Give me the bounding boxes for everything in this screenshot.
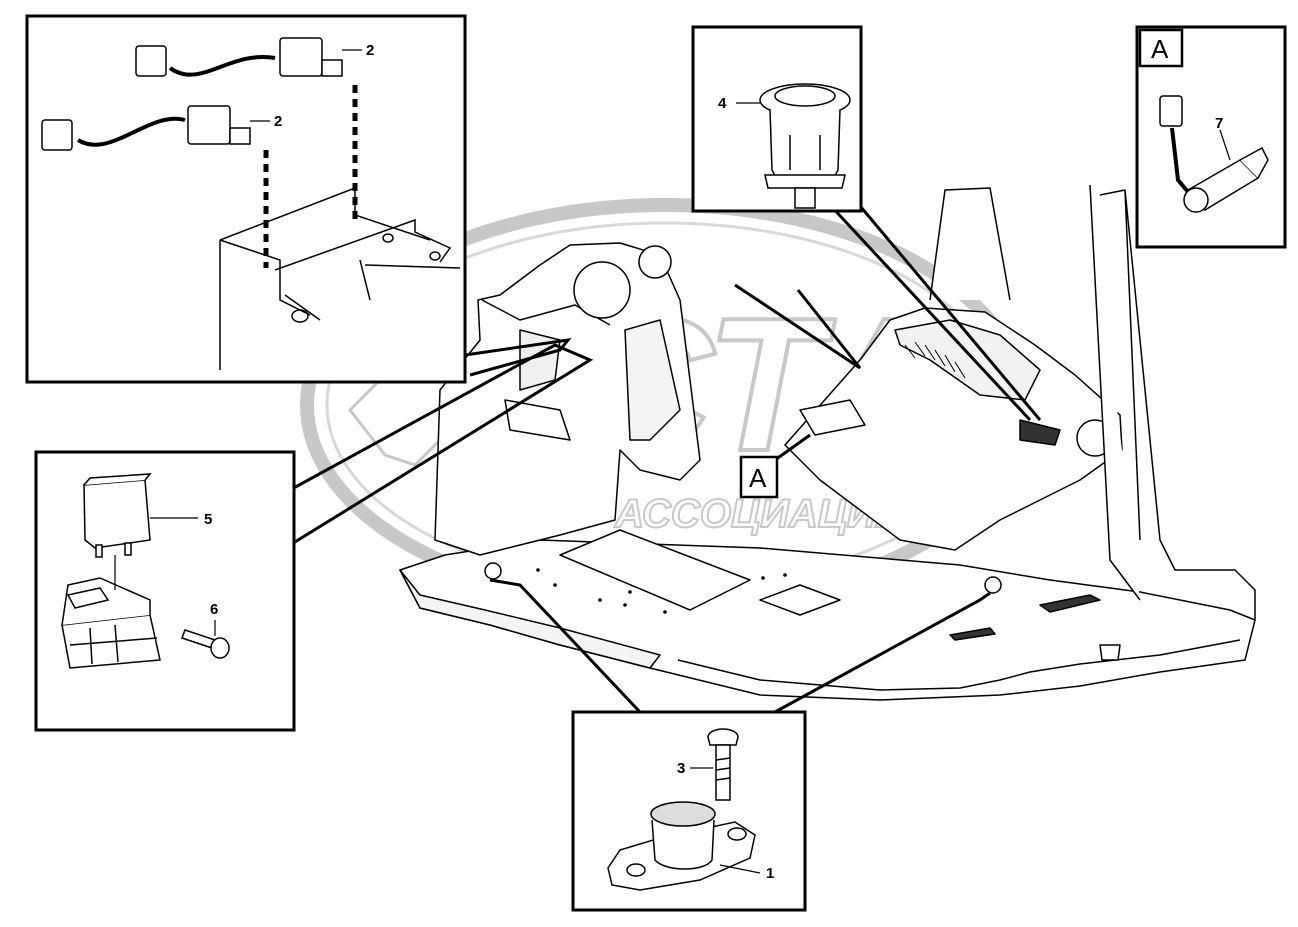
temperature-sensor [1159, 95, 1269, 213]
dashboard-vents [904, 341, 966, 379]
callout-5: 5 [204, 511, 212, 528]
detail-box-relay: 5 6 [34, 450, 296, 732]
detail-box-switches: 2 2 [25, 14, 467, 384]
cigarette-lighter-socket [759, 83, 851, 209]
view-a-marker: A [739, 433, 811, 499]
cab-assembly [399, 184, 1256, 701]
detail-box-view-a: A 7 [1135, 25, 1287, 249]
callout-2-upper: 2 [366, 42, 374, 59]
view-a-box-label: A [1151, 34, 1169, 64]
leader-lines [289, 199, 1042, 714]
mounting-bolt [707, 728, 739, 801]
view-a-marker-label: A [749, 463, 767, 493]
callout-6: 6 [210, 601, 218, 618]
callout-7: 7 [1215, 115, 1223, 132]
callout-1: 1 [766, 865, 774, 882]
relay-bolt [181, 629, 230, 659]
callout-4: 4 [718, 95, 727, 112]
floor-holes [536, 568, 787, 614]
detail-box-socket: 4 [691, 25, 863, 213]
rubber-mount [607, 801, 756, 891]
brake-switch-upper [135, 37, 358, 225]
callout-3: 3 [677, 760, 685, 777]
callout-2-lower: 2 [274, 113, 282, 130]
detail-box-mount: 3 1 [571, 710, 807, 912]
relay-socket [61, 577, 161, 669]
brake-switch-lower [41, 105, 269, 268]
relay [83, 473, 152, 558]
